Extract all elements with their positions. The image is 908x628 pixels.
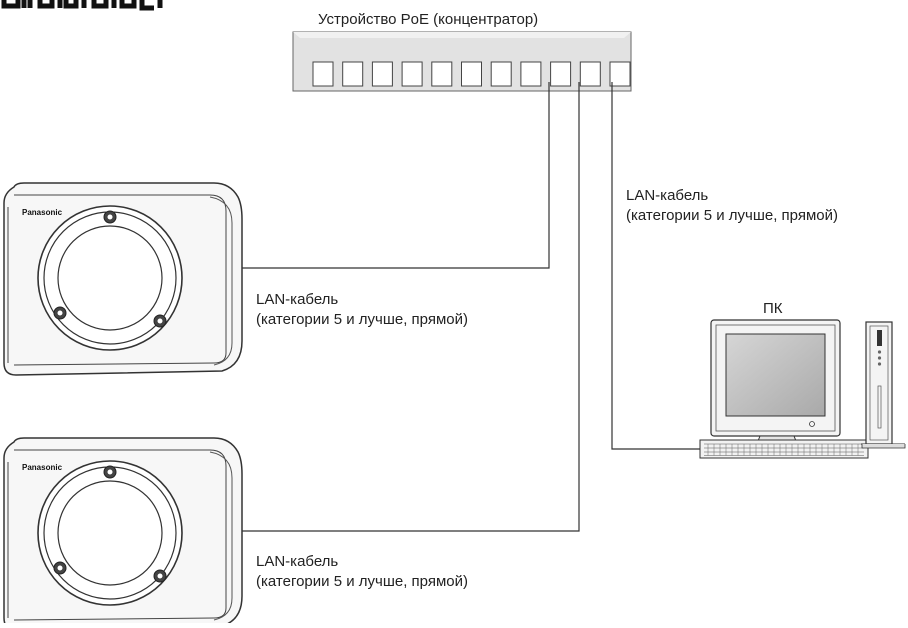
camera-2-brand: Panasonic xyxy=(22,463,63,472)
camera-1: Panasonic xyxy=(3,182,243,376)
cropped-heading-graphic xyxy=(0,0,175,11)
lan-cables xyxy=(240,82,700,532)
cable-camera2 xyxy=(240,82,580,532)
cable-label-pc-line2: (категории 5 и лучше, прямой) xyxy=(626,207,838,224)
cable-camera1 xyxy=(240,82,550,269)
cable-pc xyxy=(611,82,700,450)
pc-keyboard xyxy=(699,439,869,459)
hub-port xyxy=(342,61,364,87)
poe-hub xyxy=(292,31,632,92)
hub-port xyxy=(461,61,482,87)
camera-1-brand: Panasonic xyxy=(22,208,63,217)
hub-port xyxy=(550,61,572,87)
hub-port xyxy=(490,61,512,87)
hub-port xyxy=(431,61,453,87)
hub-port xyxy=(609,61,631,87)
cable-label-camera2: LAN-кабель (категории 5 и лучше, прямой) xyxy=(256,552,468,592)
camera-2: Panasonic xyxy=(3,437,243,628)
hub-port xyxy=(520,61,542,87)
pc-label: ПК xyxy=(763,300,783,317)
cable-label-camera1-line1: LAN-кабель xyxy=(256,291,339,308)
pc-monitor xyxy=(710,319,841,451)
hub-port xyxy=(371,61,393,87)
hub-ports xyxy=(312,61,631,87)
cable-label-camera2-line1: LAN-кабель xyxy=(256,553,339,570)
pc xyxy=(699,319,906,459)
cable-label-camera1-line2: (категории 5 и лучше, прямой) xyxy=(256,311,468,328)
cable-label-pc-line1: LAN-кабель xyxy=(626,187,709,204)
hub-port xyxy=(312,61,334,87)
cable-label-pc: LAN-кабель (категории 5 и лучше, прямой) xyxy=(626,186,838,226)
cable-label-camera2-line2: (категории 5 и лучше, прямой) xyxy=(256,573,468,590)
hub-label: Устройство PoE (концентратор) xyxy=(318,11,539,28)
cable-label-camera1: LAN-кабель (категории 5 и лучше, прямой) xyxy=(256,290,468,330)
pc-tower xyxy=(861,321,906,449)
hub-port xyxy=(579,61,601,87)
hub-port xyxy=(401,61,423,87)
